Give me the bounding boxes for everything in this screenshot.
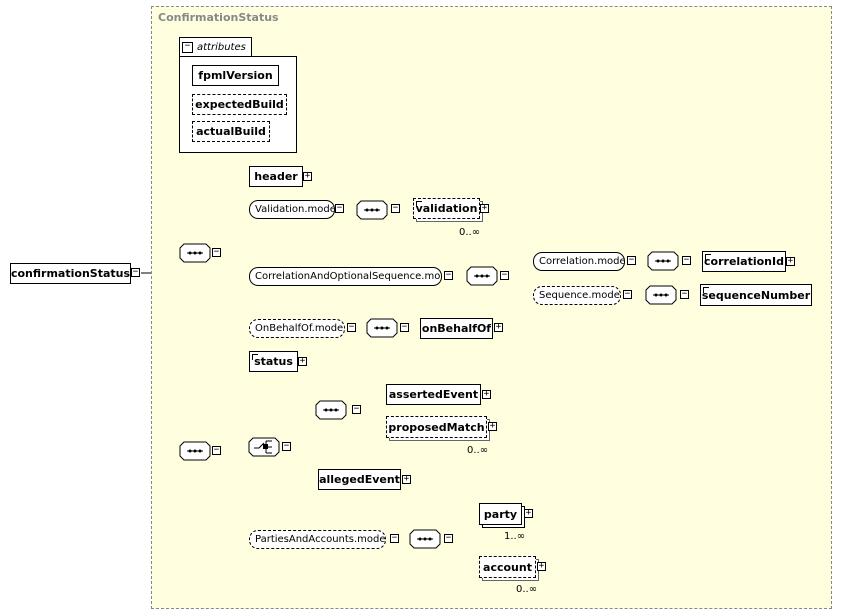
group-parties-and-accounts-model[interactable]: PartiesAndAccounts.model	[249, 530, 386, 549]
root-element[interactable]: confirmationStatus	[10, 263, 131, 284]
header-expand-icon[interactable]: +	[303, 171, 312, 181]
element-correlation-id[interactable]: correlationId	[702, 251, 786, 272]
group-validation-model[interactable]: Validation.model	[249, 200, 335, 219]
proposed-match-expand-icon[interactable]: +	[488, 421, 497, 431]
status-expand-icon[interactable]: +	[298, 356, 307, 366]
account-expand-icon[interactable]: +	[537, 561, 546, 571]
group-correlation-model[interactable]: Correlation.model	[533, 252, 625, 271]
attributes-tab[interactable]: − attributes	[179, 37, 252, 57]
element-party[interactable]: party	[479, 503, 522, 525]
attribute-expectedbuild[interactable]: expectedBuild	[192, 94, 287, 115]
element-status[interactable]: status	[249, 351, 298, 372]
attributes-label: attributes	[197, 42, 246, 53]
on-behalf-of-expand-icon[interactable]: +	[494, 322, 503, 332]
parties-model-collapse-icon[interactable]: −	[390, 533, 399, 543]
validation-model-collapse-icon[interactable]: −	[335, 203, 344, 213]
asserted-event-expand-icon[interactable]: +	[482, 389, 491, 399]
element-validation[interactable]: validation	[413, 198, 480, 219]
simple-type-marker	[252, 354, 258, 360]
party-cardinality: 1..∞	[504, 531, 526, 542]
sequence-2-collapse-icon[interactable]: −	[212, 445, 221, 455]
group-sequence-model[interactable]: Sequence.model	[533, 286, 621, 305]
correlation-id-expand-icon[interactable]: +	[786, 256, 795, 266]
element-header[interactable]: header	[249, 166, 303, 187]
element-proposed-match[interactable]: proposedMatch	[386, 416, 487, 438]
attribute-fpmlversion[interactable]: fpmlVersion	[192, 65, 279, 86]
correlation-seq-2-collapse-icon[interactable]: −	[500, 270, 509, 280]
alleged-event-expand-icon[interactable]: +	[402, 474, 411, 484]
validation-seq-collapse-icon[interactable]: −	[391, 203, 400, 213]
account-cardinality: 0..∞	[516, 584, 538, 595]
simple-type-marker	[703, 287, 709, 293]
sequence-model-seq-collapse-icon[interactable]: −	[680, 289, 689, 299]
sequence-1-collapse-icon[interactable]: −	[212, 247, 221, 257]
element-account[interactable]: account	[479, 556, 536, 578]
attribute-actualbuild[interactable]: actualBuild	[192, 121, 270, 142]
correlation-model-collapse-icon[interactable]: −	[627, 255, 636, 265]
group-on-behalf-of-model[interactable]: OnBehalfOf.model	[249, 319, 345, 338]
validation-expand-icon[interactable]: +	[480, 203, 489, 213]
correlation-seq-collapse-icon[interactable]: −	[444, 270, 453, 280]
element-on-behalf-of[interactable]: onBehalfOf	[420, 318, 493, 339]
element-alleged-event[interactable]: allegedEvent	[318, 469, 401, 490]
simple-type-marker	[705, 254, 711, 260]
group-correlation-and-optional-sequence[interactable]: CorrelationAndOptionalSequence.mo...	[249, 267, 442, 286]
proposed-match-cardinality: 0..∞	[467, 445, 489, 456]
party-expand-icon[interactable]: +	[524, 508, 533, 518]
root-collapse-icon[interactable]: −	[131, 267, 140, 277]
element-asserted-event[interactable]: assertedEvent	[386, 384, 481, 405]
element-sequence-number[interactable]: sequenceNumber	[700, 284, 812, 306]
correlation-model-seq-collapse-icon[interactable]: −	[682, 255, 691, 265]
parties-seq-collapse-icon[interactable]: −	[444, 533, 453, 543]
type-title: ConfirmationStatus	[158, 11, 279, 24]
validation-cardinality: 0..∞	[459, 227, 481, 238]
collapse-icon[interactable]: −	[182, 42, 193, 53]
on-behalf-model-collapse-icon[interactable]: −	[347, 322, 356, 332]
simple-type-marker	[416, 201, 422, 207]
choice-seq-collapse-icon[interactable]: −	[352, 404, 361, 414]
choice-collapse-icon[interactable]: −	[282, 441, 291, 451]
on-behalf-seq-collapse-icon[interactable]: −	[400, 322, 409, 332]
sequence-model-collapse-icon[interactable]: −	[623, 289, 632, 299]
